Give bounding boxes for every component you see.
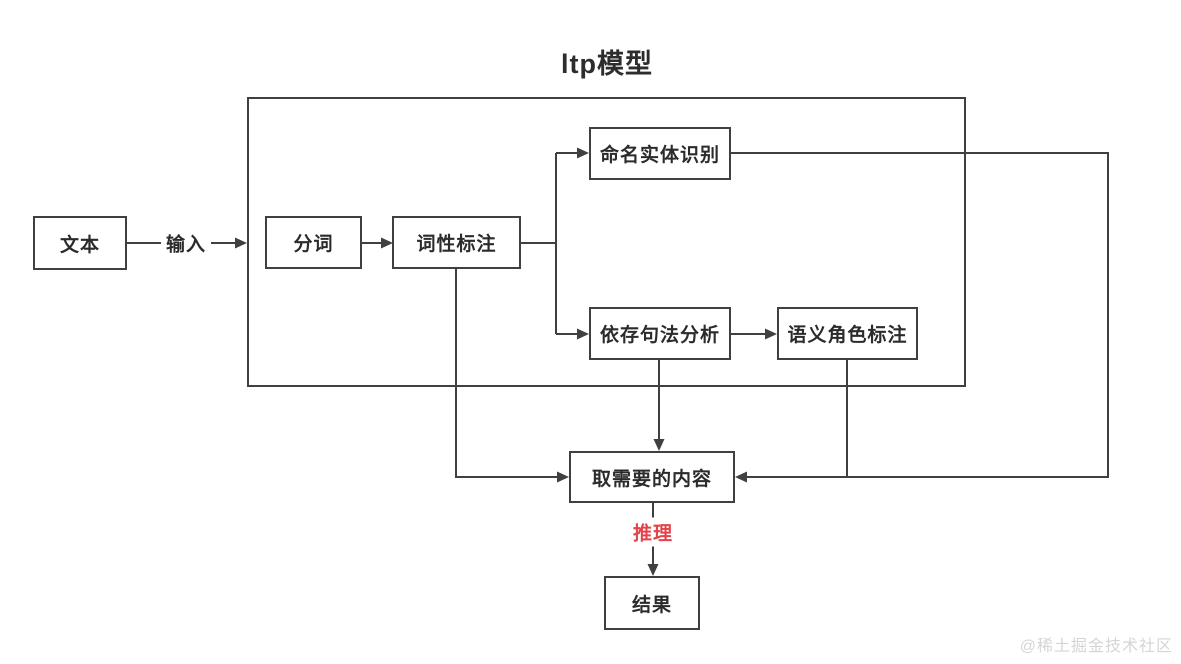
watermark: @稀土掘金技术社区 xyxy=(1019,638,1173,655)
arrowhead-to-dep xyxy=(577,328,589,340)
arrowhead-dep-extract xyxy=(653,439,665,451)
node-extract-content: 取需要的内容 xyxy=(569,451,735,503)
node-semantic-role-labeling: 语义角色标注 xyxy=(777,307,918,360)
arrowhead-inference xyxy=(647,564,659,576)
edge-ner-loop-line xyxy=(731,152,1109,478)
arrowhead-dep-srl xyxy=(765,328,777,340)
node-text: 文本 xyxy=(33,216,127,270)
ltp-model-container xyxy=(247,97,966,387)
edge-pos-extract-line xyxy=(455,269,558,478)
arrowhead-to-ner xyxy=(577,147,589,159)
node-dependency-parsing: 依存句法分析 xyxy=(589,307,731,360)
node-named-entity-recognition: 命名实体识别 xyxy=(589,127,731,180)
arrowhead-pos-extract xyxy=(557,471,569,483)
node-result: 结果 xyxy=(604,576,700,630)
arrowhead-input xyxy=(235,237,247,249)
edge-label-inference: 推理 xyxy=(627,517,679,547)
arrowhead-seg-pos xyxy=(381,237,393,249)
node-pos-tagging: 词性标注 xyxy=(392,216,521,269)
arrowhead-loop-extract xyxy=(735,471,747,483)
diagram-title: ltp模型 xyxy=(561,49,653,79)
edge-label-input: 输入 xyxy=(160,228,212,258)
node-word-segmentation: 分词 xyxy=(265,216,362,269)
